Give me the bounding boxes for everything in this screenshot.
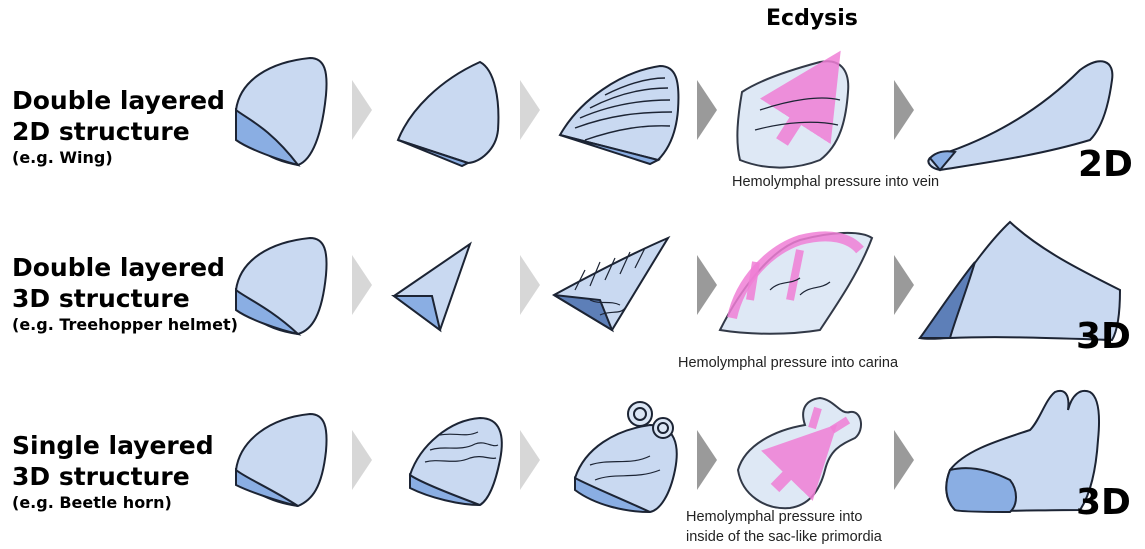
caption-horn-line1: Hemolymphal pressure into	[686, 507, 863, 527]
chevron-icon	[894, 255, 914, 315]
chevron-icon	[697, 80, 717, 140]
horn-stage-4-expanding	[738, 398, 861, 508]
chevron-icon	[352, 255, 372, 315]
result-label-3d-helmet: 3D	[1076, 316, 1131, 357]
chevron-icon	[894, 80, 914, 140]
wing-stage-4-expanding	[737, 61, 848, 167]
caption-helmet: Hemolymphal pressure into carina	[678, 353, 898, 373]
chevron-icon	[520, 430, 540, 490]
wing-stage-2-flattened	[398, 62, 498, 166]
horn-stage-1-primordium	[236, 414, 327, 506]
wing-stage-1-primordium	[236, 58, 327, 165]
chevron-icon	[520, 80, 540, 140]
caption-horn-line2: inside of the sac-like primordia	[686, 527, 882, 547]
caption-wing: Hemolymphal pressure into vein	[732, 172, 939, 192]
chevron-icon	[894, 430, 914, 490]
horn-stage-2-wrinkled	[410, 418, 502, 505]
chevron-icon	[520, 255, 540, 315]
chevron-icon	[352, 430, 372, 490]
helmet-stage-3-folded	[554, 238, 668, 330]
chevron-icon	[697, 255, 717, 315]
horn-stage-3-folded	[575, 402, 677, 512]
result-label-3d-horn: 3D	[1076, 482, 1131, 523]
helmet-stage-2-pyramid	[394, 244, 470, 330]
helmet-stage-4-expanding	[720, 233, 872, 334]
helmet-stage-1-primordium	[236, 238, 327, 334]
chevron-icon	[352, 80, 372, 140]
chevron-icon	[697, 430, 717, 490]
wing-stage-3-folded	[560, 66, 678, 164]
result-label-2d: 2D	[1078, 144, 1133, 185]
